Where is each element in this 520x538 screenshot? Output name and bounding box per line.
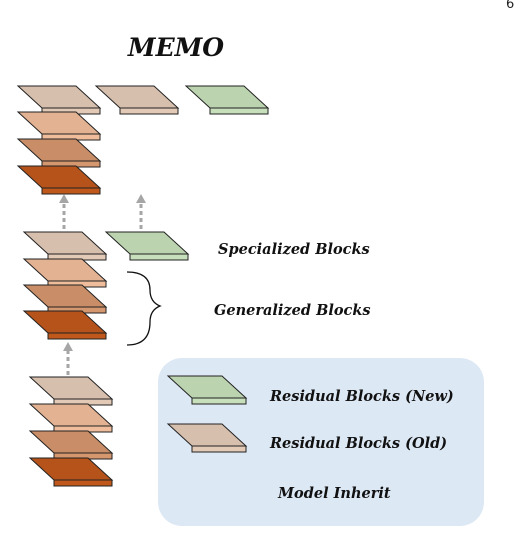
old-block bbox=[22, 258, 108, 288]
new-block bbox=[184, 85, 270, 115]
block-stacks bbox=[16, 85, 270, 487]
old-block bbox=[16, 111, 102, 141]
inherit-arrow bbox=[136, 194, 146, 229]
old-block bbox=[28, 430, 114, 460]
generalized-brace bbox=[126, 271, 162, 346]
legend-inherit-label: Model Inherit bbox=[277, 485, 391, 502]
old-block bbox=[16, 85, 102, 115]
old-block bbox=[22, 310, 108, 340]
legend-new-label: Residual Blocks (New) bbox=[269, 388, 454, 405]
page-number: 6 bbox=[506, 0, 515, 12]
legend-blocks bbox=[166, 375, 248, 453]
old-block bbox=[22, 284, 108, 314]
legend-old-block-icon bbox=[166, 423, 248, 453]
old-block bbox=[28, 376, 114, 406]
diagram-title: MEMO bbox=[127, 33, 224, 62]
legend-new-block-icon bbox=[166, 375, 248, 405]
old-block bbox=[28, 457, 114, 487]
inherit-arrow bbox=[63, 342, 73, 375]
new-block bbox=[104, 231, 190, 261]
old-block bbox=[16, 165, 102, 195]
old-block bbox=[16, 138, 102, 168]
old-block bbox=[28, 403, 114, 433]
old-block bbox=[22, 231, 108, 261]
inherit-arrow bbox=[59, 194, 69, 229]
specialized-blocks-label: Specialized Blocks bbox=[218, 241, 370, 258]
legend-old-label: Residual Blocks (Old) bbox=[269, 435, 447, 452]
generalized-blocks-label: Generalized Blocks bbox=[214, 302, 371, 319]
old-block bbox=[94, 85, 180, 115]
